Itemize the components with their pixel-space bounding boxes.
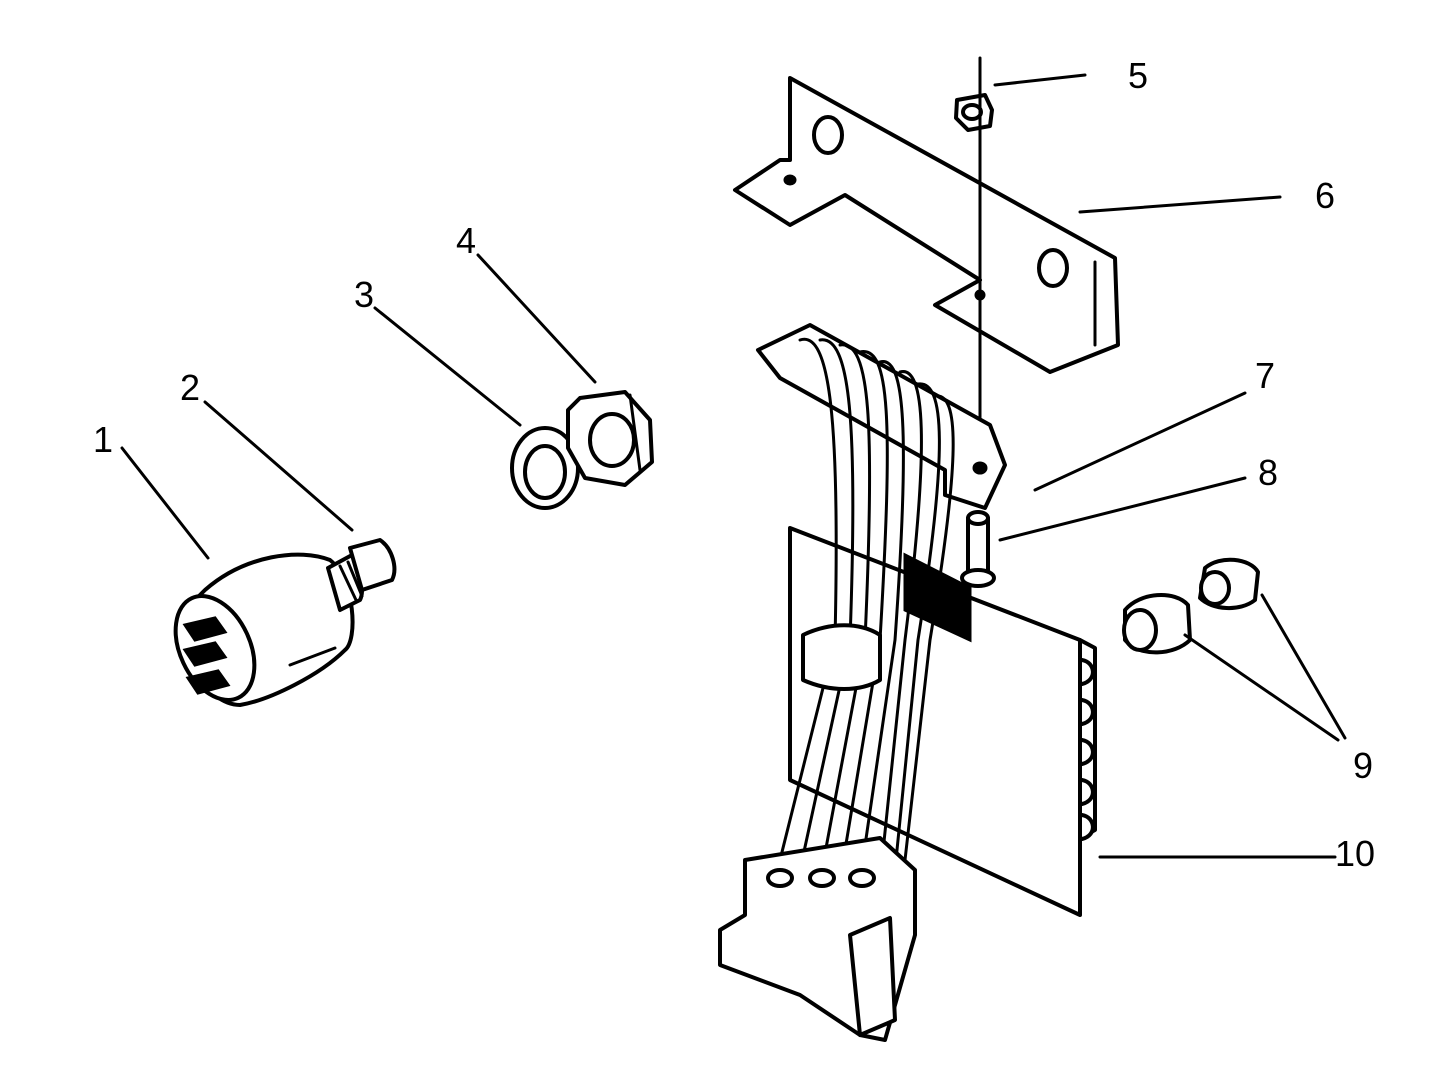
mounting-bracket [733,76,1120,374]
washer-part [510,426,580,510]
callout-10: 10 [1335,833,1375,874]
leader-line-8 [998,476,1247,542]
callout-1: 1 [93,419,113,460]
circuit-board-part [788,526,1097,917]
callout-9: 9 [1353,745,1373,786]
hex-nut-part [566,390,654,487]
wiring-harness-part [718,323,1007,1042]
leader-line-4 [476,253,597,384]
leader-line-5 [993,73,1087,87]
callout-4: 4 [456,220,476,261]
leader-line-7 [1033,391,1247,492]
callout-2: 2 [180,367,200,408]
leader-line-1 [120,446,210,560]
grommet-parts [1122,557,1260,655]
small-nut-part [954,93,994,132]
switch-assembly [173,538,397,707]
leader-line-9b [1260,593,1347,740]
callout-8: 8 [1258,452,1278,493]
leader-line-2 [203,400,354,532]
leader-line-6 [1078,195,1282,214]
leader-line-3 [373,306,522,427]
callout-5: 5 [1128,55,1148,96]
screw-part [960,510,996,588]
callout-7: 7 [1255,355,1275,396]
callout-3: 3 [354,274,374,315]
callout-6: 6 [1315,175,1335,216]
leader-line-9a [1183,633,1340,742]
